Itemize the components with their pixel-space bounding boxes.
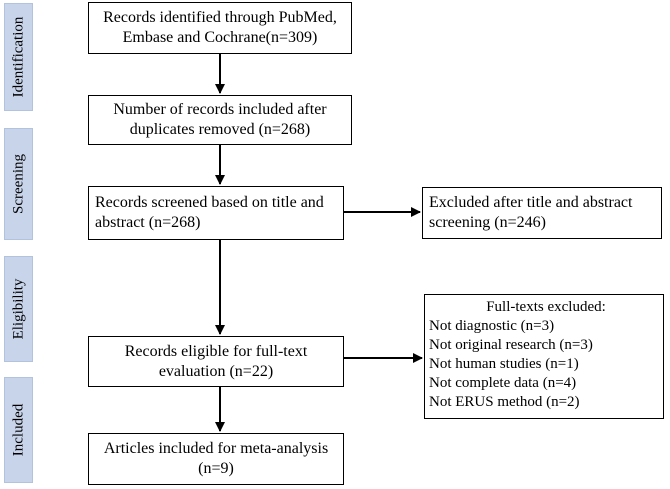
box-line: abstract (n=268)	[95, 214, 201, 231]
box-line: evaluation (n=22)	[158, 362, 274, 380]
box-line: Records screened based on title and	[95, 194, 324, 211]
box-excluded-after-screening: Excluded after title and abstract screen…	[422, 187, 662, 239]
exclusion-reason: Not ERUS method (n=2)	[429, 394, 580, 410]
box-line: Embase and Cochrane(n=309)	[122, 29, 318, 46]
exclusion-reason: Not original research (n=3)	[429, 337, 593, 353]
box-line: Excluded after title and abstract	[429, 194, 633, 211]
box-line: Articles included for meta-analysis	[103, 440, 329, 457]
exclusion-reason: Not human studies (n=1)	[429, 356, 579, 372]
exclusion-reason: Not diagnostic (n=3)	[429, 318, 555, 334]
box-line: screening (n=246)	[429, 214, 546, 231]
box-records-screened: Records screened based on title and abst…	[88, 186, 344, 240]
box-duplicates-removed: Number of records included after duplica…	[88, 95, 352, 145]
box-line: (n=9)	[198, 460, 234, 477]
box-line: Number of records included after	[113, 101, 327, 118]
box-records-eligible: Records eligible for full-text evaluatio…	[88, 336, 344, 387]
phase-identification: Identification	[4, 3, 33, 111]
box-line: duplicates removed (n=268)	[129, 121, 311, 138]
box-records-identified: Records identified through PubMed, Embas…	[88, 2, 352, 54]
phase-screening: Screening	[4, 128, 33, 240]
box-fulltexts-excluded: Full-texts excluded: Not diagnostic (n=3…	[424, 294, 664, 419]
phase-included: Included	[4, 377, 33, 483]
box-articles-included: Articles included for meta-analysis (n=9…	[88, 433, 344, 485]
box-line: Records eligible for full-text	[124, 342, 308, 360]
phase-eligibility: Eligibility	[4, 256, 33, 362]
fulltext-excluded-title: Full-texts excluded:	[486, 299, 606, 315]
exclusion-reason: Not complete data (n=4)	[429, 375, 577, 391]
box-line: Records identified through PubMed,	[103, 9, 337, 26]
